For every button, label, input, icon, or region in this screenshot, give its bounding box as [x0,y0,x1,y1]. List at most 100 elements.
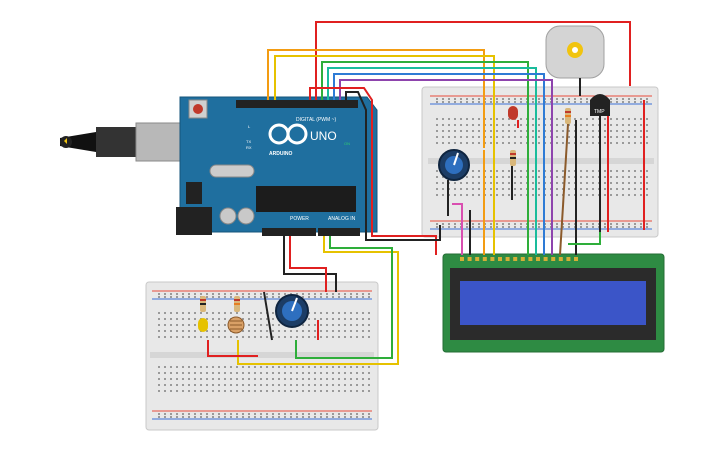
lcd-pin-gnd[interactable] [460,257,464,261]
potentiometer-left[interactable] [275,294,309,328]
breadboard-hole [502,188,504,190]
breadboard-hole [532,130,534,132]
lcd-pin-rs[interactable] [482,257,487,261]
lcd-module[interactable] [442,253,665,353]
lcd-pin-v0[interactable] [475,257,480,261]
breadboard-hole [586,98,588,100]
breadboard-hole [170,416,172,418]
breadboard-hole [436,101,438,103]
breadboard-hole [436,98,438,100]
breadboard-hole [514,223,516,225]
breadboard-hole [158,416,160,418]
breadboard-hole [586,176,588,178]
lcd-pin-db4[interactable] [536,257,540,261]
lcd-pin-db0[interactable] [505,257,510,261]
breadboard-hole [640,118,642,120]
breadboard-hole [356,378,358,380]
breadboard-hole [320,413,322,415]
breadboard-hole [230,384,232,386]
breadboard-hole [338,416,340,418]
breadboard-hole [326,336,328,338]
breadboard-hole [610,118,612,120]
breadboard-hole [344,312,346,314]
breadboard-hole [646,226,648,228]
breadboard-hole [586,182,588,184]
breadboard-hole [640,223,642,225]
breadboard-hole [320,296,322,298]
breadboard-hole [466,98,468,100]
breadboard-hole [496,130,498,132]
breadboard-hole [320,312,322,314]
breadboard-hole [314,366,316,368]
breadboard-hole [194,336,196,338]
breadboard-hole [176,416,178,418]
breadboard-hole [242,293,244,295]
breadboard-hole [266,413,268,415]
photoresistor[interactable] [227,316,245,334]
lcd-pin-db7[interactable] [558,257,563,261]
power-jack [176,207,212,235]
resistor[interactable] [565,108,571,124]
resistor[interactable] [234,296,240,312]
lcd-pin-db1[interactable] [513,257,518,261]
breadboard-hole [260,293,262,295]
arduino-uno-board[interactable]: UNO ARDUINO DIGITAL (PWM ~) POWER ANALOG… [60,96,378,236]
yellow-led[interactable] [198,318,208,332]
breadboard-hole [362,293,364,295]
breadboard-left[interactable] [145,281,379,431]
breadboard-hole [502,223,504,225]
lcd-pin-e[interactable] [498,257,502,261]
breadboard-hole [562,101,564,103]
breadboard-hole [538,118,540,120]
breadboard-hole [182,384,184,386]
breadboard-hole [472,130,474,132]
temperature-sensor[interactable]: TMP [590,94,610,116]
breadboard-hole [224,318,226,320]
resistor[interactable] [510,150,516,166]
lcd-pin-db2[interactable] [520,257,525,261]
breadboard-hole [296,336,298,338]
lcd-pin-rw[interactable] [490,257,495,261]
breadboard-hole [308,324,310,326]
breadboard-hole [194,366,196,368]
breadboard-hole [182,293,184,295]
breadboard-hole [188,384,190,386]
breadboard-hole [454,101,456,103]
breadboard-hole [556,142,558,144]
breadboard-hole [266,324,268,326]
breadboard-hole [592,130,594,132]
breadboard-hole [454,130,456,132]
breadboard-hole [622,118,624,120]
breadboard-hole [368,296,370,298]
dc-motor[interactable] [545,25,605,79]
breadboard-hole [260,384,262,386]
breadboard-hole [634,130,636,132]
breadboard-hole [616,182,618,184]
breadboard-hole [448,130,450,132]
resistor[interactable] [200,296,206,312]
breadboard-hole [356,416,358,418]
breadboard-hole [640,176,642,178]
breadboard-hole [182,416,184,418]
breadboard-hole [616,194,618,196]
lcd-pin-db3[interactable] [528,257,533,261]
breadboard-hole [302,336,304,338]
breadboard-hole [260,312,262,314]
breadboard-hole [248,312,250,314]
breadboard-hole [442,118,444,120]
lcd-pin-vcc[interactable] [467,257,472,261]
breadboard-hole [538,124,540,126]
breadboard-hole [260,390,262,392]
breadboard-hole [448,124,450,126]
red-led[interactable] [508,106,518,120]
lcd-pin-db6[interactable] [551,257,556,261]
lcd-pin-db5[interactable] [543,257,548,261]
breadboard-hole [200,293,202,295]
lcd-pin-led[interactable] [574,257,578,261]
potentiometer-right[interactable] [438,149,470,181]
breadboard-hole [508,98,510,100]
breadboard-hole [194,416,196,418]
breadboard-hole [520,101,522,103]
lcd-pin-led[interactable] [566,257,571,261]
breadboard-hole [368,372,370,374]
